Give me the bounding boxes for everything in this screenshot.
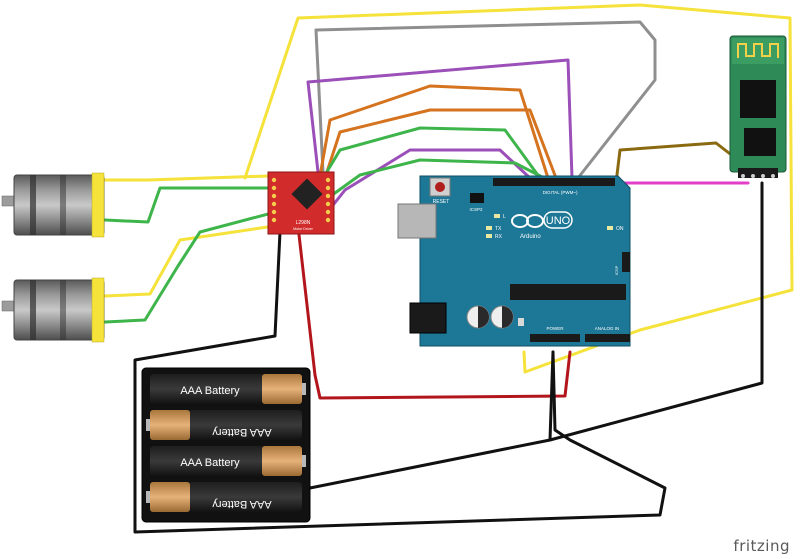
uno-logo-text: UNO <box>546 215 571 227</box>
arduino-brand: Arduino <box>520 234 541 240</box>
digital-header <box>493 178 615 186</box>
power-label: POWER <box>546 326 564 331</box>
on-label: ON <box>616 226 624 232</box>
arduino-logo <box>511 211 573 229</box>
motor-1 <box>1 172 105 238</box>
bluetooth-module <box>729 35 787 178</box>
led-tx-label: TX <box>495 226 502 232</box>
icsp2-label: ICSP2 <box>469 207 483 212</box>
battery-cell-4-label: AAA Battery <box>212 498 272 510</box>
icsp-label: ICSP <box>614 265 619 275</box>
analog-label: ANALOG IN <box>595 326 620 331</box>
led-l-label: L <box>503 214 506 220</box>
power-jack <box>409 302 447 334</box>
wire-gray <box>314 20 657 180</box>
microcontroller-chip <box>510 284 626 300</box>
digital-label: DIGITAL (PWM~) <box>543 190 578 195</box>
wire-red <box>296 224 572 400</box>
wire-orange-1 <box>318 84 550 180</box>
wire-green-1 <box>320 126 542 182</box>
wire-orange-2 <box>323 108 558 180</box>
wire-yellow-vcc <box>243 3 794 374</box>
battery-cell-2: AAA Battery <box>146 410 302 440</box>
usb-connector <box>397 203 437 239</box>
battery-cell-3: AAA Battery <box>150 446 306 476</box>
reset-button <box>435 182 445 192</box>
battery-cell-3-label: AAA Battery <box>180 457 240 469</box>
motor-driver-board: L298N Motor Driver <box>267 171 335 235</box>
wire-black-1 <box>133 230 667 534</box>
battery-cell-1: AAA Battery <box>150 374 306 404</box>
wire-purple-2 <box>324 148 532 216</box>
bt-chip-1 <box>740 80 776 118</box>
wire-black-2 <box>308 181 764 490</box>
power-header <box>530 334 580 342</box>
wires <box>103 3 794 534</box>
antenna-trace <box>737 43 779 58</box>
wire-purple-1 <box>306 58 574 180</box>
icsp-header <box>622 252 630 272</box>
battery-cell-4: AAA Battery <box>146 482 302 512</box>
analog-header <box>585 334 630 342</box>
battery-cell-2-label: AAA Battery <box>212 426 272 438</box>
driver-name: L298N <box>296 220 311 226</box>
driver-subtitle: Motor Driver <box>293 227 314 231</box>
wire-motor2-yellow <box>103 224 276 298</box>
reset-label: RESET <box>433 199 450 205</box>
wire-motor2-green <box>103 211 274 324</box>
fritzing-watermark: fritzing <box>733 537 790 555</box>
motor-2 <box>1 277 105 343</box>
bt-chip-2 <box>744 128 776 156</box>
led-rx-label: RX <box>495 234 503 240</box>
wire-green-2 <box>326 158 546 200</box>
arduino-uno-board: RESET ICSP2 DIGITAL (PWM~) L TX RX UNO A… <box>397 175 631 347</box>
wire-motor1-green <box>103 186 274 224</box>
wire-black-3 <box>548 350 555 442</box>
battery-cell-1-label: AAA Battery <box>180 385 240 397</box>
wire-motor1-yellow <box>103 174 270 182</box>
battery-pack: AAA Battery AAA Battery AAA Battery AAA … <box>141 367 311 523</box>
